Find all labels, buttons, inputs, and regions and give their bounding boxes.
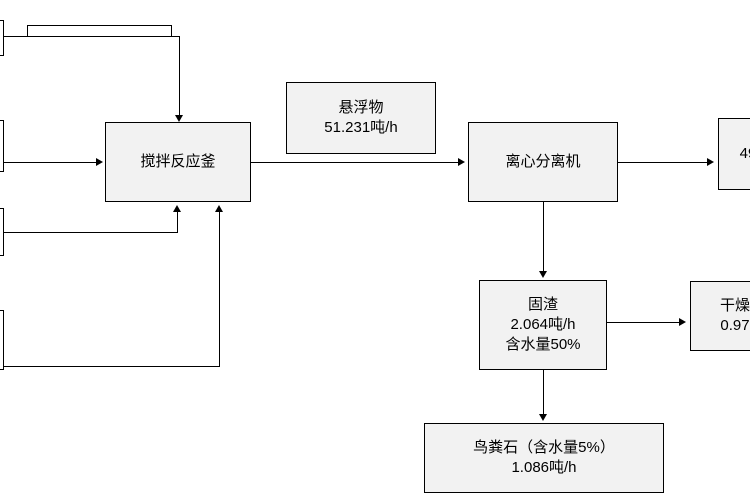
- node-solid-residue: 固渣 2.064吨/h 含水量50%: [479, 280, 607, 370]
- node-suspension-line-0: 悬浮物: [338, 98, 384, 116]
- node-dryer-line-0: 干燥: [719, 296, 750, 314]
- conn-left-bottom-horizontal: [4, 366, 220, 367]
- node-dryer: 干燥 0.97: [690, 281, 750, 351]
- arrow-left-low-into-reactor: [173, 205, 181, 212]
- node-struvite-line-0: 鸟粪石（含水量5%）: [473, 438, 615, 456]
- conn-top-left-branch-horizontal: [27, 25, 172, 26]
- arrow-left-bottom-into-reactor: [215, 205, 223, 212]
- node-suspension: 悬浮物 51.231吨/h: [286, 82, 436, 154]
- arrow-residue-to-dryer: [679, 318, 686, 326]
- node-right-partial-line-0: 49: [739, 144, 750, 162]
- arrow-left-mid-into-reactor: [96, 158, 103, 166]
- conn-top-left-branch-drop: [171, 25, 172, 37]
- node-solid-residue-line-0: 固渣: [527, 295, 558, 313]
- arrow-centrifuge-to-right: [707, 158, 714, 166]
- arrow-residue-to-struvite: [539, 414, 547, 421]
- node-struvite-line-1: 1.086吨/h: [511, 459, 577, 476]
- conn-top-left-branch-vertical: [27, 25, 28, 36]
- arrow-centrifuge-to-residue: [539, 271, 547, 278]
- arrow-top-left-into-reactor: [175, 115, 183, 122]
- node-left-mid-partial: [0, 120, 4, 172]
- node-centrifuge-line-0: 离心分离机: [505, 152, 581, 170]
- node-solid-residue-line-2: 含水量50%: [505, 336, 581, 354]
- node-solid-residue-line-1: 2.064吨/h: [510, 315, 576, 333]
- node-struvite: 鸟粪石（含水量5%） 1.086吨/h: [424, 423, 664, 493]
- conn-centrifuge-to-residue: [543, 202, 544, 272]
- conn-top-left-horizontal: [4, 36, 180, 37]
- node-left-top-partial: [0, 20, 4, 56]
- node-left-bottom-partial: [0, 310, 4, 370]
- conn-left-low-horizontal: [4, 232, 178, 233]
- node-dryer-line-1: 0.97: [720, 317, 750, 334]
- node-stirred-reactor: 搅拌反应釜: [105, 122, 251, 202]
- conn-left-bottom-vertical: [219, 212, 220, 367]
- conn-residue-to-struvite: [543, 370, 544, 414]
- conn-centrifuge-to-right: [618, 162, 708, 163]
- node-left-low-partial: [0, 208, 4, 256]
- conn-residue-to-dryer: [607, 322, 680, 323]
- node-right-partial: 49: [718, 118, 750, 190]
- node-suspension-line-1: 51.231吨/h: [324, 119, 398, 136]
- node-stirred-reactor-line-0: 搅拌反应釜: [140, 152, 216, 170]
- conn-left-low-vertical: [177, 212, 178, 232]
- conn-reactor-to-centrifuge: [251, 162, 459, 163]
- node-centrifuge: 离心分离机: [468, 122, 618, 202]
- conn-top-left-vertical: [179, 36, 180, 118]
- conn-left-mid-to-reactor: [4, 162, 98, 163]
- arrow-reactor-to-centrifuge: [458, 158, 465, 166]
